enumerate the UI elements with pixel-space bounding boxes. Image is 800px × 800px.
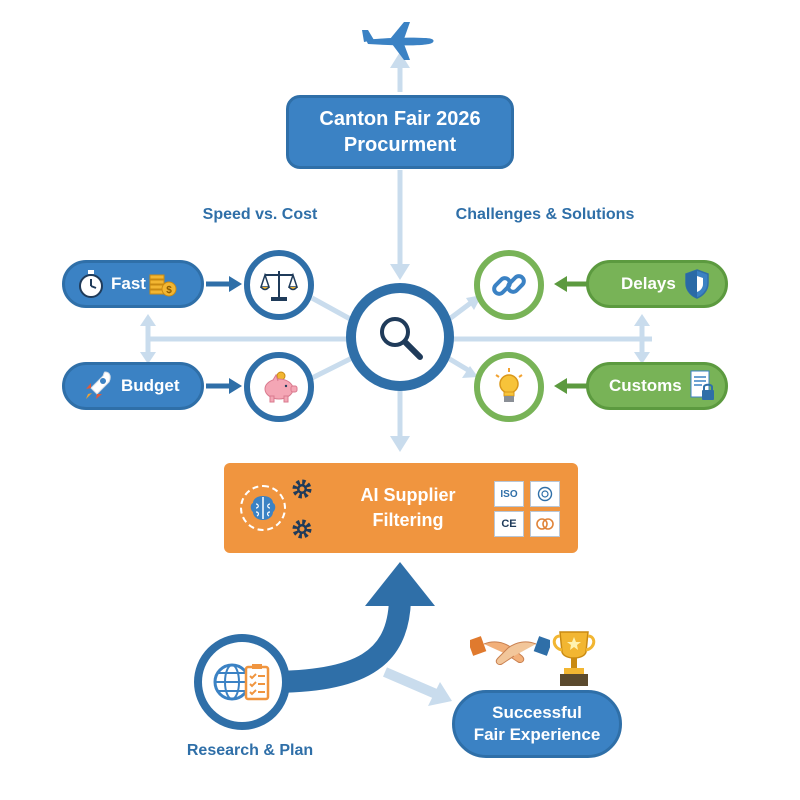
quality-badge [530,511,560,537]
budget-pill: Budget [62,362,204,410]
arrowhead-left-up [140,314,156,326]
stopwatch-icon [79,270,103,298]
iso-label: ISO [500,488,518,500]
fast-pill: Fast $ [62,260,204,308]
ce-label: CE [501,518,517,530]
document-lock-icon [690,370,714,400]
delays-pill: Delays [586,260,728,308]
gear-icon [292,519,312,539]
svg-text:$: $ [166,285,172,296]
brain-icon-badge [240,485,286,531]
fast-label: Fast [111,274,146,293]
title-box: Canton Fair 2026 Procurment [286,95,514,169]
certification-seal-badge [530,481,560,507]
checklist-icon [244,664,270,701]
arrowhead-down-1 [390,264,410,280]
chain-node [474,250,544,320]
arrowhead-bulb [462,366,478,378]
shield-icon [685,269,709,299]
chain-link-icon [492,274,526,296]
brain-icon [250,496,276,520]
section-label-challenges: Challenges & Solutions [455,206,635,223]
lightbulb-icon [495,368,523,402]
delays-label: Delays [621,274,676,293]
handshake-icon [470,636,550,665]
arrowhead-down-2 [390,436,410,452]
central-search-hub [346,283,454,391]
coins-icon: $ [149,274,177,297]
arrowhead-delays [554,276,567,292]
arrowhead-success [428,682,452,706]
curved-arrowhead [365,562,435,606]
ai-line2: Filtering [372,510,444,530]
title-line2: Procurment [343,134,457,156]
success-box: Successful Fair Experience [452,690,622,758]
iso-badge: ISO [494,481,524,507]
research-label: Research & Plan [186,742,314,759]
magnifier-icon [380,317,423,360]
piggy-node [244,352,314,422]
arrowhead-customs [554,378,567,394]
trophy-icon [552,631,596,686]
airplane-icon [362,22,434,60]
arrowhead-right-down [634,352,650,364]
piggy-bank-icon [264,371,298,403]
ai-supplier-filtering-box: AI Supplier Filtering ISO CE [224,463,578,553]
budget-label: Budget [121,376,180,395]
diag-scale [310,295,354,323]
section-label-speed-cost: Speed vs. Cost [202,206,318,223]
arrowhead-budget [229,378,242,394]
diag-bulb [446,355,470,373]
lightbulb-node [474,352,544,422]
success-line2: Fair Experience [473,725,601,744]
arrowhead-up [390,52,410,68]
arrow-to-success [383,667,438,699]
quality-mark-icon [536,518,554,530]
title-line1: Canton Fair 2026 [319,108,481,130]
customs-pill: Customs [586,362,728,410]
success-line1: Successful [492,703,582,722]
ai-text-block: AI Supplier Filtering [328,483,488,533]
research-node [194,634,290,730]
scale-node [244,250,314,320]
ai-line1: AI Supplier [360,485,456,505]
arrowhead-left-down [140,352,156,364]
curved-arrow-research-to-ai [267,599,411,693]
arrowhead-fast [229,276,242,292]
seal-icon [537,486,553,502]
rocket-icon [86,371,111,399]
ce-badge: CE [494,511,524,537]
arrowhead-right-up [634,314,650,326]
customs-label: Customs [609,376,682,395]
gear-icon [292,479,312,499]
diag-chain [446,300,474,322]
scale-icon [259,271,299,301]
globe-icon [213,663,270,701]
diag-piggy [310,355,354,381]
